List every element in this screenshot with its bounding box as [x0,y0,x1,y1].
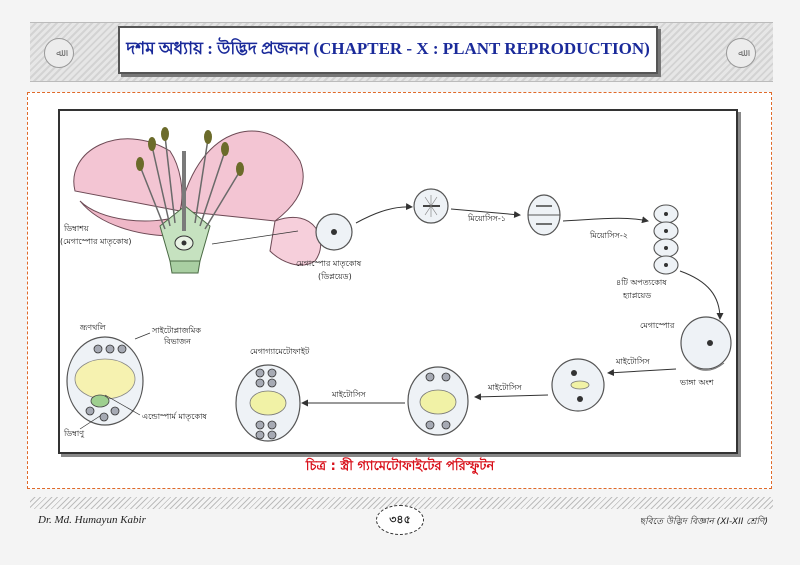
mmc-label: মেগাস্পোর মাতৃকোষ [296,259,362,268]
footer-book-title: ছবিতে উদ্ভিদ বিজ্ঞান (XI-XII শ্রেণি) [639,517,768,527]
megaspore-label: মেগাস্পোর [640,321,675,330]
footer-band [30,497,773,509]
page-number: ৩৪৫ [376,505,424,535]
ovary-note-label: (মেগাস্পোর মাতৃকোষ) [60,237,132,246]
meiosis-one-cell [413,188,449,224]
embryo-sac-label: ভ্রূণথলি [80,323,106,332]
megagametophyte-diagram [66,127,732,442]
megaspore-mother-cell [315,213,353,251]
right-seal-icon: ﷲ [726,38,756,68]
meiosis-one-label: মিয়োসিস-১ [468,214,506,223]
cyto-division-label-2: বিভাজন [164,337,191,346]
mitosis-label-1: মাইটোসিস [616,357,650,366]
meiosis-two-label: মিয়োসিস-২ [590,231,628,240]
two-nucleate-cell [551,358,605,412]
figure-caption: চিত্র : স্ত্রী গ্যামেটোফাইটের পরিস্ফুটন [305,459,495,474]
endosperm-label: এন্ডোস্পার্ম মাতৃকোষ [142,412,207,421]
diagram-figure: ডিম্বাশয় (মেগাস্পোর মাতৃকোষ) মেগাস্পোর … [58,109,738,454]
haploid-label: হ্যাপ্লয়েড [623,291,652,300]
flower-illustration [73,127,322,274]
title-box: দশম অধ্যায় : উদ্ভিদ প্রজনন (CHAPTER - X… [118,26,658,74]
megagametophyte-label: মেগাগ্যামেটোফাইট [250,347,310,356]
mmc-note-label: (ডিপ্লয়েড) [318,272,352,281]
footer-author: Dr. Md. Humayun Kabir [38,514,146,526]
ovary-label: ডিম্বাশয় [64,224,89,233]
left-seal-icon: ﷲ [44,38,74,68]
eight-nucleate-megagametophyte [235,364,301,442]
egg-label: ডিম্বাণু [64,429,85,438]
meiosis-two-cell [527,194,561,236]
megaspore-cell [680,316,732,371]
four-daughter-cells [653,204,679,275]
four-nucleate-cell [407,366,469,436]
cyto-division-label: সাইটোপ্লাজমিক [152,326,201,335]
degenerate-label: ভাঙ্গা অংশ [680,378,714,387]
mitosis-label-2: মাইটোসিস [488,383,522,392]
four-cells-label: ৪টি অপত্যকোষ [616,278,667,287]
chapter-title: দশম অধ্যায় : উদ্ভিদ প্রজনন (CHAPTER - X… [126,39,650,58]
embryo-sac [66,336,144,426]
mitosis-label-3: মাইটোসিস [332,390,366,399]
